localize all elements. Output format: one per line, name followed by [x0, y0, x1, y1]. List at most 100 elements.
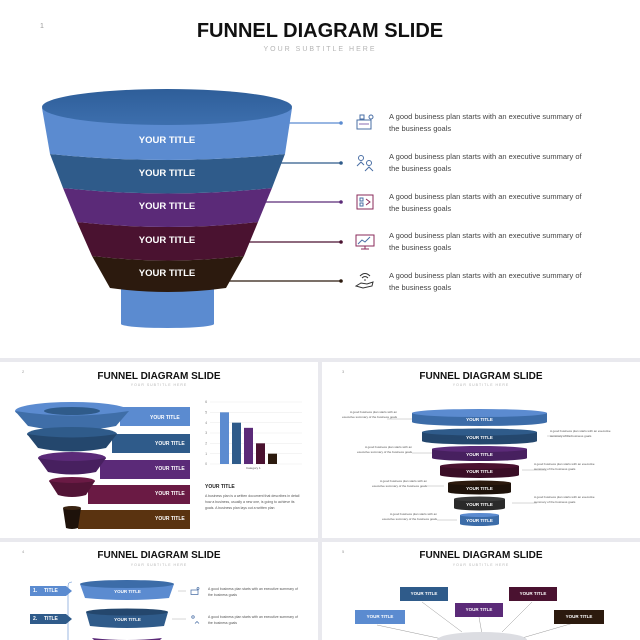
disc-7: [460, 513, 499, 526]
chart-bar: [220, 412, 229, 464]
row-2-text: A good business plan starts with an exec…: [208, 615, 298, 625]
funnel-label-1: YOUR TITLE: [138, 135, 196, 146]
slide-subtitle: YOUR SUBTITLE HERE: [452, 383, 510, 387]
chart-bar: [256, 443, 265, 464]
thumbnail-slide-4[interactable]: 4 FUNNEL DIAGRAM SLIDE YOUR SUBTITLE HER…: [0, 542, 318, 640]
slide-subtitle: YOUR SUBTITLE HERE: [130, 383, 188, 387]
chart-caption: Category 1: [246, 466, 261, 470]
left-note-2: A good business plan starts with an exec…: [357, 445, 412, 454]
item-description-3: A good business plan starts with an exec…: [389, 192, 582, 213]
slide-title: FUNNEL DIAGRAM SLIDE: [419, 550, 543, 561]
stacked-funnel: [15, 402, 190, 529]
funnel-label-4: YOUR TITLE: [138, 235, 196, 246]
bar-label-2: YOUR TITLE: [155, 441, 185, 447]
row-1-label: TITLE: [44, 588, 58, 594]
funnel-layer-4: [77, 222, 258, 261]
slide-subtitle: YOUR SUBTITLE HERE: [263, 46, 377, 53]
funnel-spout: [121, 288, 214, 328]
row-2-cylinder: [86, 608, 168, 628]
hub-box-4: YOUR TITLE: [519, 591, 547, 596]
disc-6: [454, 496, 505, 511]
bar-label-4: YOUR TITLE: [155, 491, 185, 497]
monitor-icon: [355, 234, 375, 250]
left-note-4: A good business plan starts with an exec…: [382, 512, 437, 521]
item-description-4: A good business plan starts with an exec…: [389, 231, 582, 252]
page-number: 4: [22, 549, 25, 554]
slide-title: FUNNEL DIAGRAM SLIDE: [196, 20, 444, 42]
numbered-funnel: [30, 580, 186, 640]
disc-label-7: YOUR TITLE: [466, 518, 493, 523]
bar-label-5: YOUR TITLE: [155, 516, 185, 522]
strategy-board-icon: [356, 194, 374, 210]
row-2-center: YOUR TITLE: [114, 617, 141, 622]
disc-5: [448, 480, 511, 495]
disc-3: [432, 446, 527, 461]
presentation-icon: [356, 114, 374, 130]
slide-subtitle: YOUR SUBTITLE HERE: [130, 563, 188, 567]
chart-y-tick-label: 6: [205, 400, 207, 404]
slide-title: FUNNEL DIAGRAM SLIDE: [97, 550, 221, 561]
page-number: 1: [40, 23, 44, 30]
disc-stack-funnel: [387, 409, 572, 526]
row-1-center: YOUR TITLE: [114, 589, 141, 594]
item-description-2: A good business plan starts with an exec…: [389, 152, 582, 173]
page-number: 2: [22, 369, 25, 374]
side-text: A business plan is a written document th…: [205, 494, 300, 510]
item-description-5: A good business plan starts with an exec…: [389, 271, 582, 292]
item-description-1: A good business plan starts with an exec…: [389, 112, 582, 133]
chart-y-tick-label: 4: [205, 421, 207, 425]
row-2-icon: [191, 615, 200, 624]
disc-label-4: YOUR TITLE: [466, 469, 493, 474]
funnel-top-rim: [42, 89, 292, 125]
bar-label-3: YOUR TITLE: [155, 466, 185, 472]
disc-2: [422, 428, 537, 445]
main-slide: 1 FUNNEL DIAGRAM SLIDE YOUR SUBTITLE HER…: [0, 0, 640, 358]
hub-box-3: YOUR TITLE: [465, 607, 493, 612]
left-note-3: A good business plan starts with an exec…: [372, 479, 427, 488]
chart-y-tick-label: 2: [205, 442, 207, 446]
row-2-label: TITLE: [44, 616, 58, 622]
disc-label-5: YOUR TITLE: [466, 486, 493, 491]
chart-bar: [232, 422, 241, 464]
slide-title: FUNNEL DIAGRAM SLIDE: [97, 371, 221, 382]
funnel-layer-3: [63, 188, 272, 227]
row-1-text: A good business plan starts with an exec…: [208, 587, 298, 597]
chart-y-tick-label: 0: [205, 462, 207, 466]
page-number: 5: [342, 549, 345, 554]
right-note-3: A good business plan starts with an exec…: [534, 495, 595, 504]
left-note-1: A good business plan starts with an exec…: [342, 410, 397, 419]
disc-label-6: YOUR TITLE: [466, 502, 493, 507]
thumbnail-slide-5[interactable]: 5 FUNNEL DIAGRAM SLIDE YOUR SUBTITLE HER…: [322, 542, 640, 640]
thumbnail-slide-3[interactable]: 3 FUNNEL DIAGRAM SLIDE YOUR SUBTITLE HER…: [322, 362, 640, 538]
right-note-2: A good business plan starts with an exec…: [534, 462, 595, 471]
disc-4: [440, 463, 519, 478]
hub-box-5: YOUR TITLE: [565, 614, 593, 619]
disc-label-1: YOUR TITLE: [466, 417, 493, 422]
row-1-icon: [190, 587, 200, 595]
row-2-number: 2.: [33, 616, 38, 622]
disc-label-3: YOUR TITLE: [466, 452, 493, 457]
chart-bar: [268, 453, 277, 464]
chart-bar: [244, 427, 253, 464]
funnel-layer-5: [92, 256, 244, 292]
page-number: 3: [342, 369, 345, 374]
hand-wifi-icon: [355, 273, 374, 289]
chart-y-tick-label: 3: [205, 431, 207, 435]
slide-subtitle: YOUR SUBTITLE HERE: [452, 563, 510, 567]
side-title: YOUR TITLE: [205, 484, 235, 490]
funnel-diagram: [42, 89, 343, 328]
thumbnail-slide-2[interactable]: 2 FUNNEL DIAGRAM SLIDE YOUR SUBTITLE HER…: [0, 362, 318, 538]
funnel-layer-2: [50, 154, 285, 194]
row-1-cylinder: [80, 580, 174, 600]
funnel-label-5: YOUR TITLE: [138, 268, 196, 279]
row-1-number: 1.: [33, 588, 38, 594]
hub-box-2: YOUR TITLE: [410, 591, 438, 596]
hub-diagram: [355, 587, 604, 640]
mini-bar-chart: 6 5 4 3 2 1 0: [205, 400, 302, 466]
disc-1: [412, 409, 547, 426]
chart-y-tick-label: 1: [205, 452, 207, 456]
chart-y-tick-label: 5: [205, 411, 207, 415]
hub-box-1: YOUR TITLE: [366, 614, 394, 619]
funnel-label-2: YOUR TITLE: [138, 168, 196, 179]
bar-label-1: YOUR TITLE: [150, 415, 180, 421]
